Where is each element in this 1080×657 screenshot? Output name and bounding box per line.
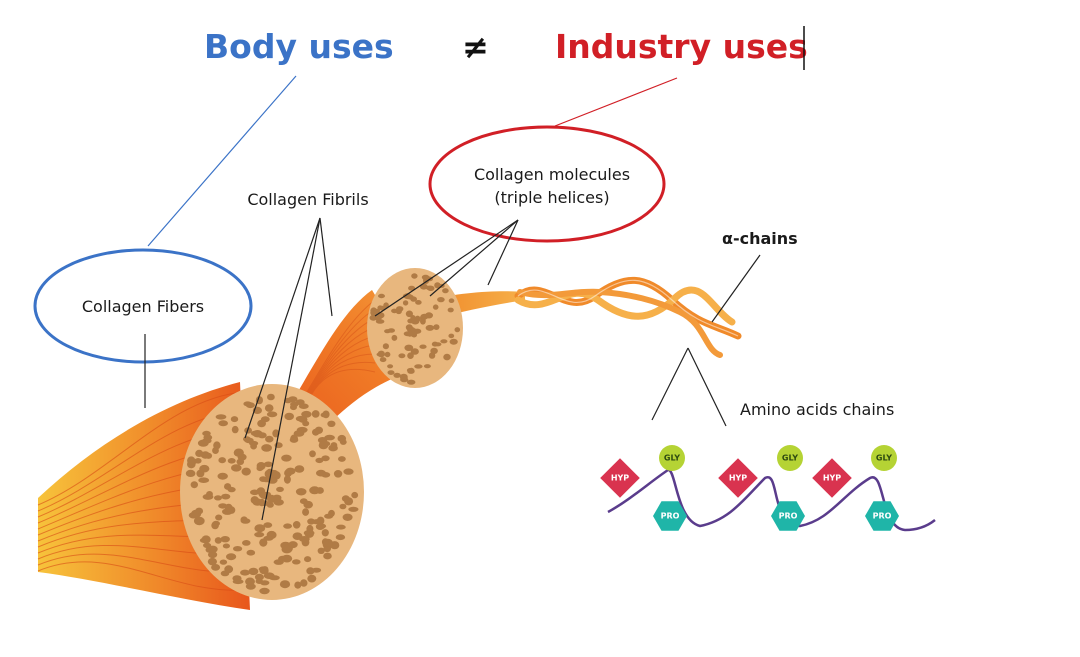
pro-residue <box>653 501 687 531</box>
hyp-residue <box>600 458 640 498</box>
body-uses-connector <box>147 75 297 247</box>
pro-residue <box>865 501 899 531</box>
collagen-molecules-label-line2: (triple helices) <box>494 188 609 207</box>
pro-residue-label: PRO <box>661 512 680 521</box>
body-uses-title: Body uses <box>204 27 394 66</box>
hyp-residue-label: HYP <box>823 474 841 483</box>
gly-residue-label: GLY <box>782 454 798 463</box>
gly-residue <box>777 445 803 471</box>
collagen-fibers-highlight-ellipse <box>33 248 253 364</box>
industry-uses-title: Industry uses <box>555 27 808 66</box>
pro-residue-label: PRO <box>873 512 892 521</box>
collagen-fibril-cross-section <box>367 268 463 388</box>
industry-uses-connector <box>554 77 678 127</box>
collagen-fibrils-pointers <box>244 217 333 521</box>
pro-residue-label: PRO <box>779 512 798 521</box>
not-equal-sign: ≠ <box>462 28 489 66</box>
gly-residue <box>659 445 685 471</box>
hyp-residue-label: HYP <box>611 474 629 483</box>
triple-helix <box>514 276 742 358</box>
gly-residue-label: GLY <box>876 454 892 463</box>
amino-acid-unit: HYP GLY PRO <box>600 445 687 531</box>
amino-acid-chain: HYP GLY PRO HYP GLY PRO HYP GLY PRO <box>600 445 936 532</box>
hyp-residue-label: HYP <box>729 474 747 483</box>
collagen-molecules-highlight-ellipse <box>428 125 666 243</box>
pro-residue <box>771 501 805 531</box>
gly-residue-label: GLY <box>664 454 680 463</box>
collagen-fibers-label: Collagen Fibers <box>82 297 204 316</box>
amino-acid-pointers <box>651 347 727 427</box>
amino-acid-unit: HYP GLY PRO <box>718 445 805 531</box>
gly-residue <box>871 445 897 471</box>
collagen-fibrils-label: Collagen Fibrils <box>247 190 368 209</box>
hyp-residue <box>812 458 852 498</box>
amino-acid-unit: HYP GLY PRO <box>812 445 899 531</box>
alpha-chains-label: α-chains <box>722 229 798 248</box>
hyp-residue <box>718 458 758 498</box>
alpha-chains-pointer <box>711 254 761 323</box>
collagen-fiber-cross-section <box>180 384 364 600</box>
amino-acids-chains-label: Amino acids chains <box>740 400 894 419</box>
collagen-molecules-label-line1: Collagen molecules <box>474 165 630 184</box>
collagen-molecules-pointers <box>374 219 519 317</box>
